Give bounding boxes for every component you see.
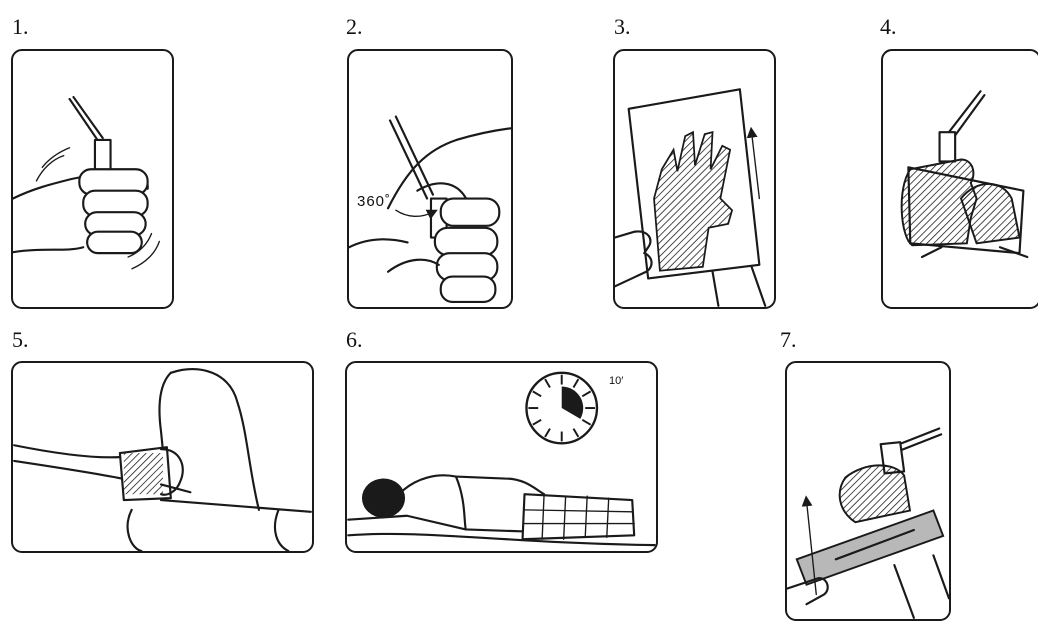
step-6-number: 6. xyxy=(346,327,363,352)
timer-label: 10′ xyxy=(609,375,624,387)
step-6-illustration: 10′ xyxy=(345,361,658,553)
step-7-number: 7. xyxy=(780,327,797,352)
step-5-illustration xyxy=(11,361,314,553)
step-2-illustration: 360˚ xyxy=(347,49,513,309)
step-2-number: 2. xyxy=(346,14,363,39)
step-1-number: 1. xyxy=(12,14,29,39)
step-3-illustration xyxy=(613,49,776,309)
step-4-illustration xyxy=(881,49,1038,309)
step-1-illustration xyxy=(11,49,174,309)
step-5-number: 5. xyxy=(12,327,29,352)
step-4-number: 4. xyxy=(880,14,897,39)
rotation-label: 360˚ xyxy=(357,193,392,210)
step-7-illustration xyxy=(785,361,951,621)
step-3-number: 3. xyxy=(614,14,631,39)
